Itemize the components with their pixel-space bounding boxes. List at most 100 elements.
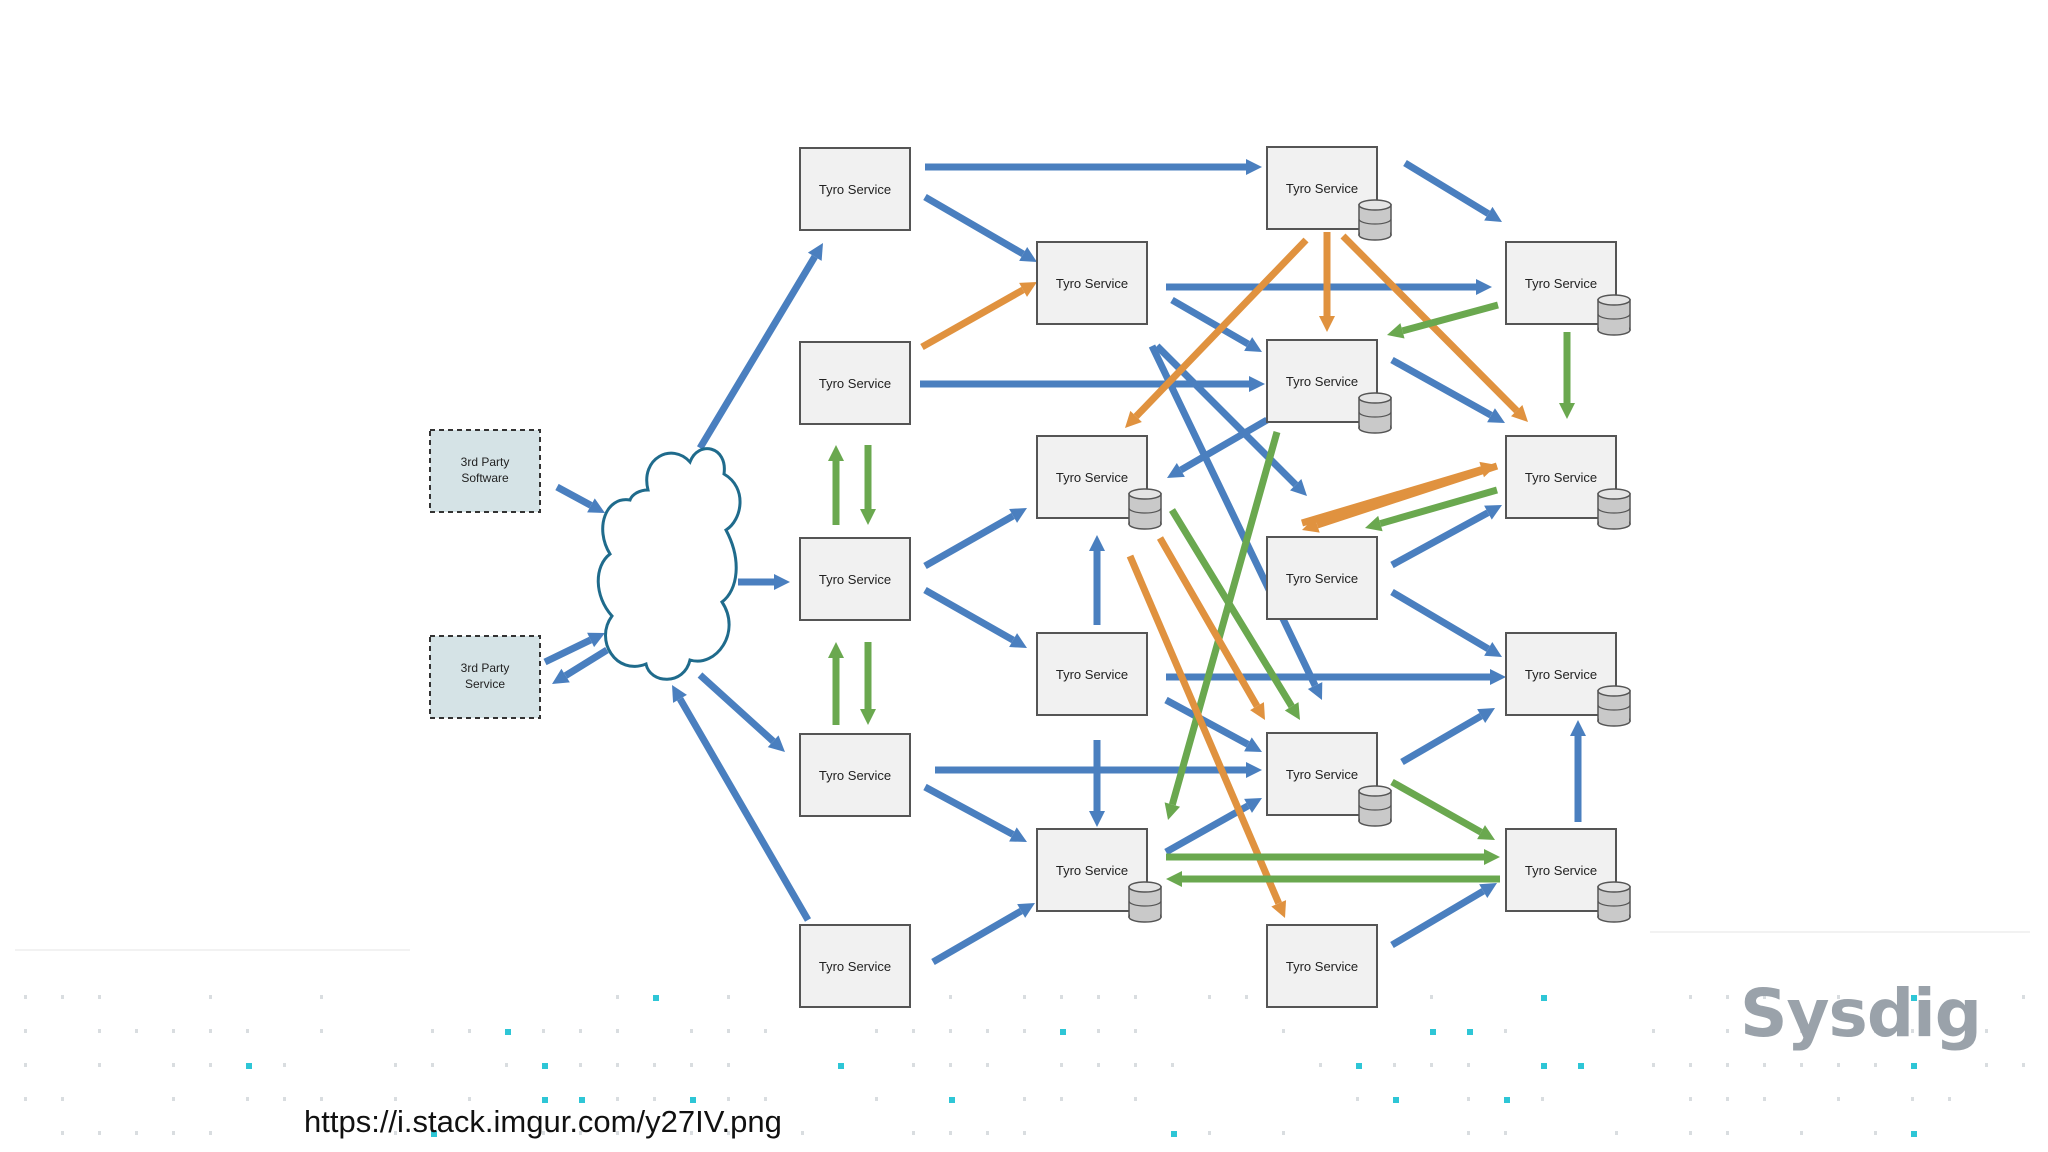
connection-arrow — [1126, 554, 1287, 918]
service-label: Tyro Service — [1056, 276, 1128, 291]
tyro-service-node[interactable]: Tyro Service — [1266, 536, 1378, 620]
tyro-service-node[interactable]: Tyro Service — [1036, 241, 1148, 325]
pattern-dot — [1430, 995, 1433, 999]
pattern-dot — [1652, 1029, 1655, 1033]
pattern-dot — [1837, 1097, 1840, 1101]
pattern-dot — [912, 1063, 915, 1067]
service-label: Tyro Service — [819, 182, 891, 197]
tyro-service-node[interactable]: Tyro Service — [1266, 146, 1392, 241]
pattern-dot — [505, 1063, 508, 1067]
pattern-dot — [912, 1029, 915, 1033]
pattern-dot — [1504, 1029, 1507, 1033]
pattern-dot — [949, 1131, 952, 1135]
background-dot-pattern — [15, 931, 2030, 1137]
service-label: Tyro Service — [819, 768, 891, 783]
pattern-dot — [986, 1131, 989, 1135]
pattern-dot — [283, 1063, 286, 1067]
pattern-dot — [1097, 1029, 1100, 1033]
pattern-dot — [1800, 1063, 1803, 1067]
service-label: Tyro Service — [1525, 470, 1597, 485]
connection-arrow — [1166, 871, 1500, 887]
network-cloud — [596, 447, 742, 681]
pattern-dot — [505, 1029, 511, 1035]
pattern-dot — [468, 1029, 471, 1033]
pattern-dot — [690, 1063, 693, 1067]
tyro-service-node[interactable]: Tyro Service — [799, 537, 911, 621]
tyro-service-node[interactable]: Tyro Service — [1505, 241, 1631, 336]
service-label: Tyro Service — [1286, 181, 1358, 196]
pattern-dot — [1948, 1097, 1951, 1101]
tyro-service-node[interactable]: Tyro Service — [1505, 828, 1631, 923]
third-party-label: 3rd Party — [461, 455, 510, 469]
connection-arrow — [1559, 332, 1575, 419]
tyro-service-node[interactable]: Tyro Service — [1036, 632, 1148, 716]
service-label: Tyro Service — [1525, 276, 1597, 291]
pattern-dot — [1541, 1097, 1544, 1101]
tyro-service-node[interactable]: Tyro Service — [1266, 339, 1392, 434]
pattern-dot — [1541, 1063, 1547, 1069]
tyro-service-node[interactable]: Tyro Service — [1505, 435, 1631, 530]
pattern-dot — [1911, 1097, 1914, 1101]
tyro-service-node[interactable]: Tyro Service — [1036, 435, 1162, 530]
pattern-dot — [1467, 1029, 1473, 1035]
service-label: Tyro Service — [1286, 959, 1358, 974]
service-label: Tyro Service — [819, 572, 891, 587]
pattern-dot — [320, 1029, 323, 1033]
tyro-service-node[interactable]: Tyro Service — [1266, 732, 1392, 827]
pattern-dot — [1208, 995, 1211, 999]
connection-arrow — [1089, 535, 1105, 625]
pattern-dot — [431, 1131, 437, 1137]
connection-arrow — [1390, 505, 1502, 569]
pattern-dot — [394, 1063, 397, 1067]
tyro-service-node[interactable]: Tyro Service — [799, 341, 911, 425]
service-label: Tyro Service — [819, 376, 891, 391]
tyro-service-node[interactable]: Tyro Service — [1505, 632, 1631, 727]
pattern-dot — [24, 1097, 27, 1101]
pattern-dot — [579, 1063, 582, 1067]
connection-arrow — [1089, 740, 1105, 827]
pattern-dot — [1726, 995, 1729, 999]
pattern-dot — [468, 1097, 471, 1101]
connection-arrow — [860, 445, 876, 525]
pattern-dot — [579, 1131, 582, 1135]
pattern-dot — [653, 1097, 656, 1101]
pattern-dot — [542, 1063, 548, 1069]
connection-arrow — [672, 685, 812, 922]
pattern-dot — [1430, 1063, 1433, 1067]
pattern-dot — [1578, 1063, 1584, 1069]
pattern-dot — [690, 1097, 696, 1103]
pattern-dot — [246, 1029, 249, 1033]
pattern-dot — [1726, 1097, 1729, 1101]
pattern-dot — [727, 1063, 730, 1067]
pattern-dot — [986, 1029, 989, 1033]
pattern-dot — [1689, 1131, 1692, 1135]
pattern-dot — [2022, 1063, 2025, 1067]
tyro-service-node[interactable]: Tyro Service — [799, 733, 911, 817]
tyro-service-node[interactable]: Tyro Service — [1036, 828, 1162, 923]
pattern-dot — [1689, 1063, 1692, 1067]
pattern-dot — [61, 995, 64, 999]
pattern-dot — [24, 1063, 27, 1067]
pattern-dot — [98, 1131, 101, 1135]
tyro-service-node[interactable]: Tyro Service — [799, 147, 911, 231]
connection-arrow — [1166, 279, 1492, 295]
pattern-dot — [912, 1131, 915, 1135]
source-url[interactable]: https://i.stack.imgur.com/y27IV.png — [304, 1104, 782, 1139]
pattern-dot — [1393, 1063, 1396, 1067]
pattern-dot — [431, 1063, 434, 1067]
pattern-dot — [1060, 1063, 1063, 1067]
pattern-dot — [1282, 1131, 1285, 1135]
pattern-dot — [1023, 995, 1026, 999]
database-icon — [1358, 392, 1392, 434]
connection-arrow — [1148, 344, 1323, 700]
tyro-service-node[interactable]: Tyro Service — [799, 924, 911, 1008]
connection-arrow — [920, 376, 1265, 392]
pattern-dot — [172, 1029, 175, 1033]
connection-arrow — [1164, 431, 1281, 820]
pattern-dot — [1282, 1029, 1285, 1033]
pattern-dot — [1467, 1063, 1470, 1067]
tyro-service-node[interactable]: Tyro Service — [1266, 924, 1378, 1008]
